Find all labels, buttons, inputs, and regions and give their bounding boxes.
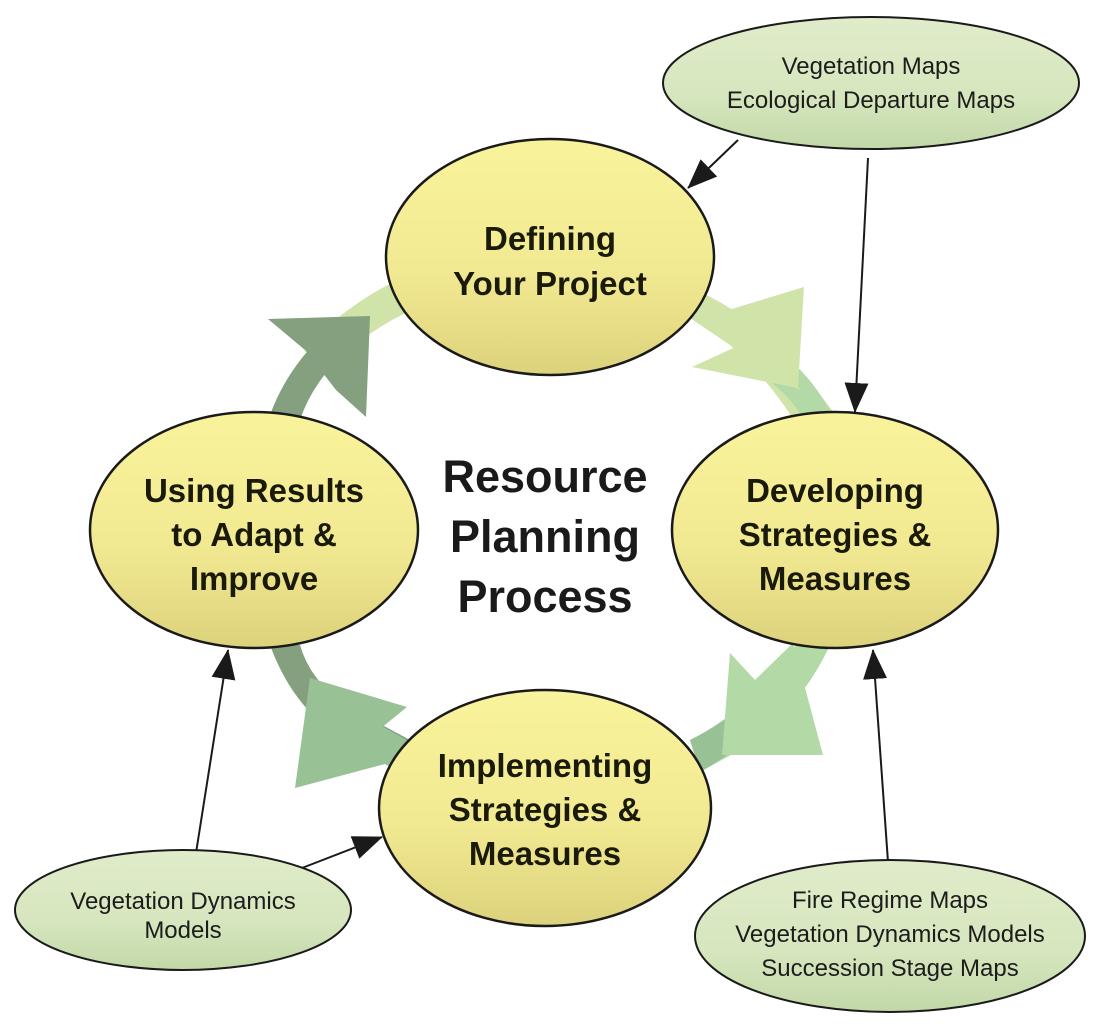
node-label-line: Using Results: [144, 472, 364, 509]
input-node-maps-top: Vegetation Maps Ecological Departure Map…: [662, 16, 1080, 150]
node-label-line: Strategies &: [739, 516, 932, 553]
connector-models-left-to-adapt: [195, 649, 236, 854]
connector-models-left-to-implement: [301, 836, 383, 869]
input-label-line: Vegetation Dynamics Models: [735, 921, 1045, 948]
node-label-line: Measures: [759, 560, 911, 597]
process-node-define: Defining Your Project: [384, 137, 716, 377]
process-node-develop: Developing Strategies & Measures: [670, 410, 1000, 650]
cycle-arrowhead-develop-to-implement: [722, 643, 823, 755]
input-label-line: Vegetation Maps: [782, 53, 961, 80]
title-line: Process: [457, 571, 632, 622]
node-label-line: Improve: [190, 560, 318, 597]
cycle-arrowhead-define-to-develop: [692, 287, 804, 388]
cycle-arrows: [268, 284, 840, 788]
input-label-line: Fire Regime Maps: [792, 887, 988, 914]
node-label-line: Implementing: [438, 747, 653, 784]
title-line: Planning: [450, 511, 640, 562]
connector-maps-bottom-to-develop: [863, 649, 889, 863]
title-line: Resource: [442, 451, 647, 502]
input-node-maps-bottom: Fire Regime Maps Vegetation Dynamics Mod…: [694, 859, 1086, 1013]
process-node-adapt: Using Results to Adapt & Improve: [88, 410, 420, 650]
process-node-implement: Implementing Strategies & Measures: [377, 688, 713, 928]
input-label-line: Models: [144, 917, 221, 944]
node-label-line: Developing: [746, 472, 924, 509]
input-label-line: Ecological Departure Maps: [727, 87, 1015, 114]
input-label-line: Succession Stage Maps: [761, 955, 1018, 982]
node-label-line: Your Project: [453, 265, 647, 302]
cycle-arrowhead-implement-to-adapt: [295, 678, 407, 788]
input-label-line: Vegetation Dynamics: [70, 888, 295, 915]
node-label-line: Defining: [484, 220, 616, 257]
connectors: [195, 139, 889, 869]
node-label-line: to Adapt &: [171, 516, 337, 553]
input-node-models-left: Vegetation Dynamics Models: [14, 849, 352, 971]
connector-maps-top-to-define: [687, 139, 739, 189]
diagram-title: Resource Planning Process: [442, 451, 647, 622]
cycle-arrowhead-adapt-to-define: [268, 316, 370, 417]
node-label-line: Strategies &: [449, 791, 642, 828]
connector-maps-top-to-develop: [844, 157, 869, 413]
node-label-line: Measures: [469, 835, 621, 872]
